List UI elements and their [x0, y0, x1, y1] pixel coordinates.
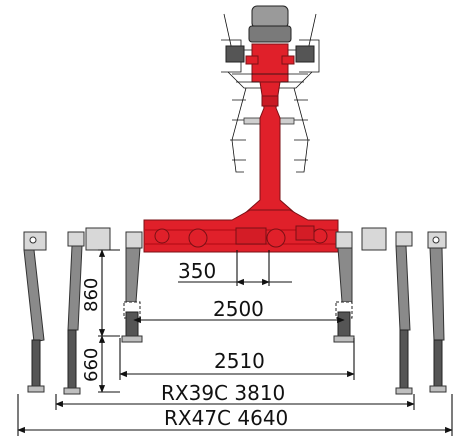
leg-right-inner — [333, 231, 355, 343]
label-2500: 2500 — [213, 297, 264, 321]
dimension-660: 660 — [81, 335, 120, 393]
leg-far-right — [427, 231, 447, 393]
outrigger-legs — [23, 227, 447, 395]
label-rx47c: RX47C 4640 — [164, 406, 288, 430]
base-frame — [143, 209, 339, 253]
leg-left-inner — [121, 231, 143, 343]
dimension-rx39c: RX39C 3810 — [55, 381, 415, 410]
leg-left-2 — [63, 227, 111, 395]
label-350: 350 — [178, 259, 216, 283]
dimension-350: 350 — [178, 250, 292, 286]
leg-far-left — [23, 231, 47, 393]
label-660: 660 — [81, 348, 102, 382]
dimension-2500: 2500 — [133, 297, 345, 324]
red-mast — [242, 81, 298, 215]
leg-right-2 — [361, 227, 413, 395]
label-860: 860 — [81, 278, 102, 312]
label-2510: 2510 — [214, 349, 265, 373]
dimension-2510: 2510 — [119, 338, 355, 380]
dimension-860: 860 — [81, 249, 120, 337]
operator-seat — [221, 5, 320, 89]
dimension-rx47c: RX47C 4640 — [17, 394, 453, 436]
label-rx39c: RX39C 3810 — [161, 381, 285, 405]
